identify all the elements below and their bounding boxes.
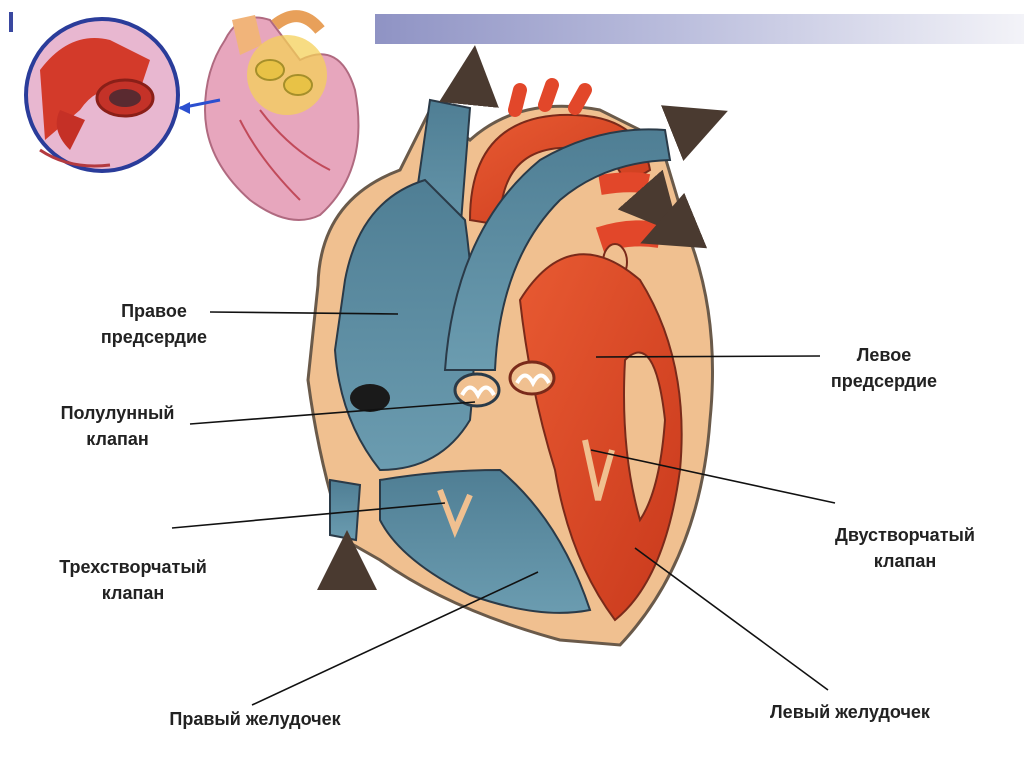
leader-left-ventricle: [634, 547, 829, 691]
leader-right-ventricle: [251, 571, 539, 706]
leader-left-atrium: [595, 355, 821, 358]
label-bicuspid-valve-line1: Двустворчатый: [835, 525, 975, 545]
label-left-atrium-line2: предсердие: [830, 371, 938, 391]
leader-lines: [171, 311, 836, 706]
leader-bicuspid-valve: [590, 449, 836, 504]
leader-tricuspid-valve: [171, 502, 446, 529]
label-bicuspid-valve: Двустворчатый клапан: [805, 522, 1005, 574]
slide-corner-mark: [9, 12, 13, 32]
slide-header-bar: [375, 14, 1024, 44]
label-tricuspid-valve-line2: клапан: [101, 583, 165, 603]
label-tricuspid-valve: Трехстворчатый клапан: [28, 554, 238, 606]
label-left-atrium: Левое предсердие: [804, 342, 964, 394]
label-left-ventricle: Левый желудочек: [770, 702, 930, 722]
small-heart-picture: [178, 10, 360, 221]
leader-semilunar-valve: [189, 401, 476, 425]
label-right-atrium-line2: предсердие: [100, 327, 208, 347]
label-tricuspid-valve-line1: Трехстворчатый: [59, 557, 207, 577]
label-semilunar-valve: Полулунный клапан: [35, 400, 200, 452]
valve-closeup-inset: [24, 17, 180, 173]
label-right-atrium-line1: Правое: [121, 301, 187, 321]
label-left-atrium-line1: Левое: [856, 345, 912, 365]
leader-right-atrium: [209, 311, 399, 315]
label-right-ventricle: Правый желудочек: [169, 709, 341, 729]
label-semilunar-valve-line1: Полулунный: [60, 403, 175, 423]
label-bicuspid-valve-line2: клапан: [873, 551, 937, 571]
label-semilunar-valve-line2: клапан: [86, 429, 149, 449]
label-right-atrium: Правое предсердие: [70, 298, 238, 350]
main-heart: [306, 45, 728, 647]
